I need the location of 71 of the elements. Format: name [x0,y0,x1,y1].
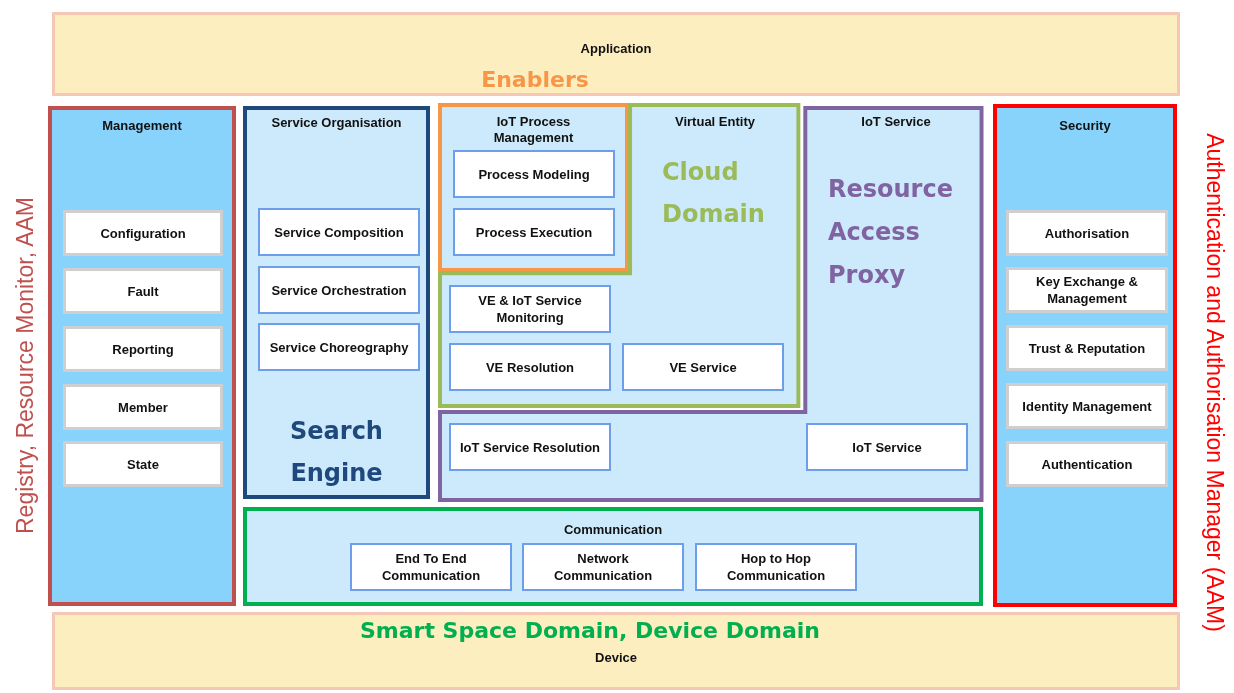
component-box [63,384,223,430]
box-label: Service Orchestration [270,281,408,299]
box-label: State [126,455,160,473]
group-title: Communication [562,522,664,538]
component-box [806,423,968,471]
side-label: Registry, Resource Monitor, AAM [11,196,39,534]
component-box [1006,441,1168,487]
component-box [695,543,857,591]
component-box [258,266,420,314]
domain-label: Smart Space Domain, Device Domain [358,617,822,645]
domain-label: Enablers [480,67,590,93]
box-label: Fault [126,282,160,300]
group-title: Security [1058,118,1112,134]
domain-label: Cloud Domain [662,157,766,230]
domain-label: Search Engine [289,416,384,489]
group-panel [438,106,985,502]
box-label: Service Choreography [268,338,410,356]
box-label: Identity Management [1021,397,1153,415]
group-panel [48,106,236,606]
component-box [63,268,223,314]
box-label: VE Service [668,358,738,376]
group-panel [438,103,800,407]
component-box [449,285,611,333]
component-box [1006,383,1168,429]
component-box [522,543,684,591]
box-label: Process Execution [474,223,594,241]
component-box [258,208,420,256]
component-box [453,150,615,198]
box-label: Process Modeling [477,165,591,183]
component-box [449,423,611,471]
group-panel [993,104,1177,607]
component-box [63,326,223,372]
box-label: IoT Service [851,438,923,456]
group-panel [438,103,629,272]
box-label: VE & IoT Service Monitoring [477,292,583,326]
group-title: Service Organisation [270,115,403,131]
box-label: Configuration [99,224,187,242]
component-box [449,343,611,391]
component-box [1006,325,1168,371]
box-label: End To End Communication [380,550,482,584]
side-label: Authentication and Authorisation Manager (AAM) [1200,132,1228,632]
box-label: Trust & Reputation [1027,339,1147,357]
component-box [350,543,512,591]
group-title: IoT Process Management [492,114,575,146]
box-label: Network Communication [552,550,654,584]
component-box [63,210,223,256]
component-box [622,343,784,391]
group-title: Application [579,41,653,57]
group-title: Device [594,650,638,666]
component-box [1006,267,1168,313]
layer-band [52,12,1180,96]
component-box [63,441,223,487]
group-panel [243,106,430,499]
component-box [258,323,420,371]
box-label: IoT Service Resolution [458,438,602,456]
domain-label: Resource Access Proxy [828,174,954,291]
box-label: Member [117,398,169,416]
box-label: Authentication [1040,455,1134,473]
component-box [1006,210,1168,256]
box-label: VE Resolution [484,358,576,376]
box-label: Service Composition [273,223,405,241]
box-label: Key Exchange & Management [1035,273,1139,307]
box-label: Reporting [111,340,175,358]
layer-band [52,612,1180,690]
box-label: Authorisation [1043,224,1131,242]
group-title: IoT Service [860,114,932,130]
box-label: Hop to Hop Communication [725,550,827,584]
group-title: Virtual Entity [674,114,756,130]
group-panel [243,507,983,606]
group-title: Management [101,118,183,134]
component-box [453,208,615,256]
